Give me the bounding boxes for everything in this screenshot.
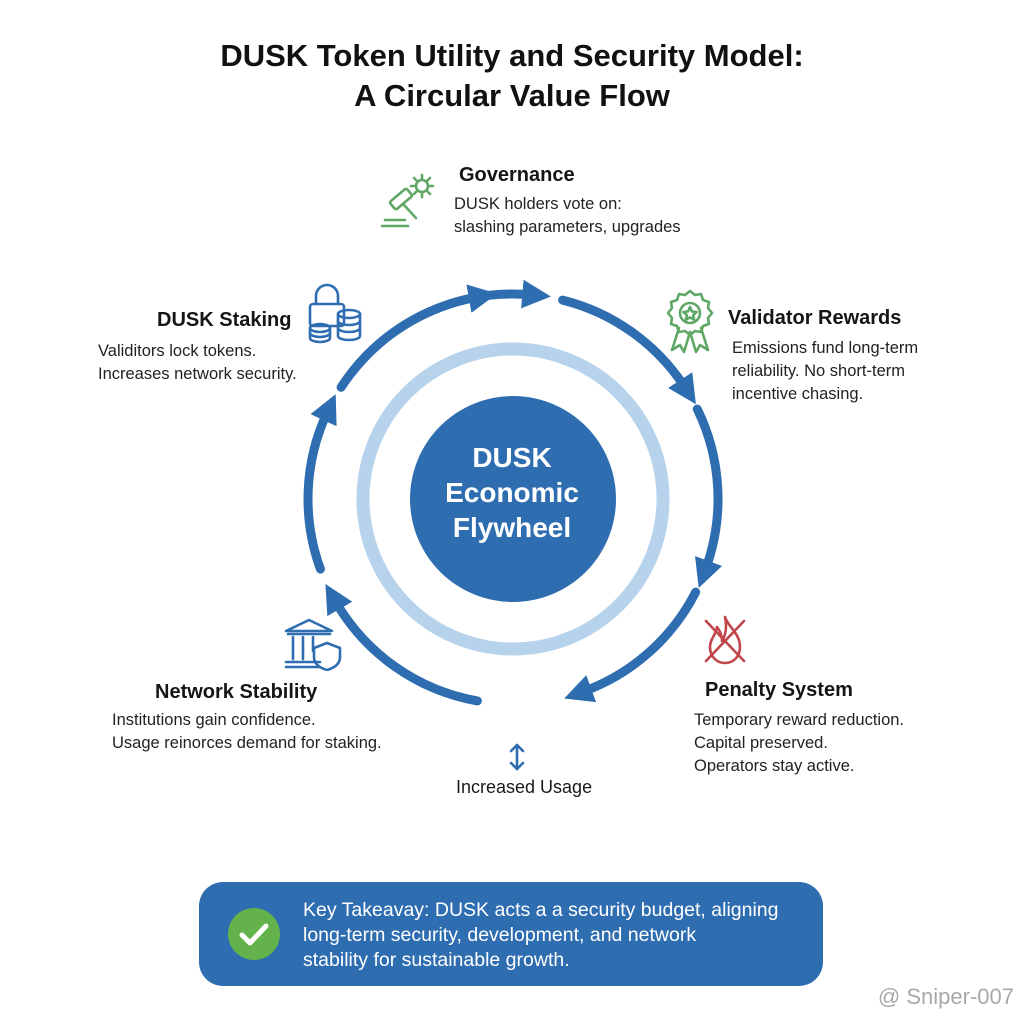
penalty-system-title: Penalty System bbox=[705, 679, 853, 701]
takeaway-line-2: long-term security, development, and net… bbox=[303, 924, 697, 946]
governance-desc-line-1: DUSK holders vote on: bbox=[454, 195, 622, 213]
validator-rewards-desc-line-2: reliability. No short-term bbox=[732, 362, 905, 380]
dusk-staking-desc-line-2: Increases network security. bbox=[98, 365, 297, 383]
validator-rewards-desc-line-3: incentive chasing. bbox=[732, 385, 864, 403]
center-disc bbox=[410, 396, 616, 602]
arc-stability-to-staking bbox=[303, 394, 337, 574]
crossed-flame-icon bbox=[704, 615, 746, 665]
network-stability-desc: Institutions gain confidence. Usage rein… bbox=[112, 709, 382, 755]
center-line-1: DUSK bbox=[472, 442, 552, 473]
validator-rewards-desc-line-1: Emissions fund long-term bbox=[732, 339, 919, 357]
check-circle-icon bbox=[228, 908, 280, 960]
watermark: @ Sniper-007 bbox=[877, 984, 1014, 1009]
validator-rewards-desc: Emissions fund long-term reliability. No… bbox=[732, 337, 918, 406]
dusk-staking-desc-line-1: Validitors lock tokens. bbox=[98, 342, 257, 360]
arc-penalty-to-usage bbox=[564, 587, 701, 703]
network-stability-desc-line-1: Institutions gain confidence. bbox=[112, 711, 316, 729]
arc-into-rewards bbox=[558, 295, 696, 405]
inner-ring bbox=[356, 342, 670, 656]
penalty-system-desc-line-1: Temporary reward reduction. bbox=[694, 711, 905, 729]
diagram-title: DUSK Token Utility and Security Model: A… bbox=[0, 36, 1024, 116]
flow-arrows bbox=[303, 279, 723, 706]
governance-desc-line-2: slashing parameters, upgrades bbox=[454, 218, 681, 236]
key-takeaway-banner: Key Takeavay: DUSK acts a a security bud… bbox=[199, 882, 823, 986]
bank-shield-icon bbox=[284, 618, 342, 671]
validator-rewards-title: Validator Rewards bbox=[728, 307, 902, 329]
up-down-arrow-icon bbox=[509, 743, 525, 771]
center-line-2: Economic bbox=[445, 477, 579, 508]
governance-desc: DUSK holders vote on: slashing parameter… bbox=[454, 193, 681, 239]
network-stability-desc-line-2: Usage reinorces demand for staking. bbox=[112, 734, 382, 752]
lock-coins-icon bbox=[308, 283, 362, 344]
gavel-gear-icon bbox=[380, 173, 435, 228]
dusk-staking-desc: Validitors lock tokens. Increases networ… bbox=[98, 340, 297, 386]
penalty-system-desc-line-3: Operators stay active. bbox=[694, 757, 855, 775]
arc-staking-up bbox=[336, 284, 498, 392]
title-line-1: DUSK Token Utility and Security Model: bbox=[220, 38, 804, 73]
key-takeaway-text: Key Takeavay: DUSK acts a a security bud… bbox=[303, 898, 813, 973]
takeaway-line-3: stability for sustainable growth. bbox=[303, 949, 570, 971]
penalty-system-desc-line-2: Capital preserved. bbox=[694, 734, 828, 752]
award-badge-icon bbox=[666, 289, 714, 354]
center-label: DUSK Economic Flywheel bbox=[412, 440, 612, 545]
takeaway-line-1: Key Takeavay: DUSK acts a a security bud… bbox=[303, 899, 779, 921]
center-line-3: Flywheel bbox=[452, 512, 572, 543]
dusk-staking-title: DUSK Staking bbox=[157, 309, 292, 331]
increased-usage-label: Increased Usage bbox=[456, 777, 593, 797]
arc-usage-to-stability bbox=[325, 584, 482, 706]
network-stability-title: Network Stability bbox=[155, 681, 318, 703]
governance-title: Governance bbox=[459, 164, 575, 186]
title-line-2: A Circular Value Flow bbox=[354, 78, 670, 113]
penalty-system-desc: Temporary reward reduction. Capital pres… bbox=[694, 709, 904, 778]
arc-rewards-to-penalty bbox=[692, 404, 723, 589]
